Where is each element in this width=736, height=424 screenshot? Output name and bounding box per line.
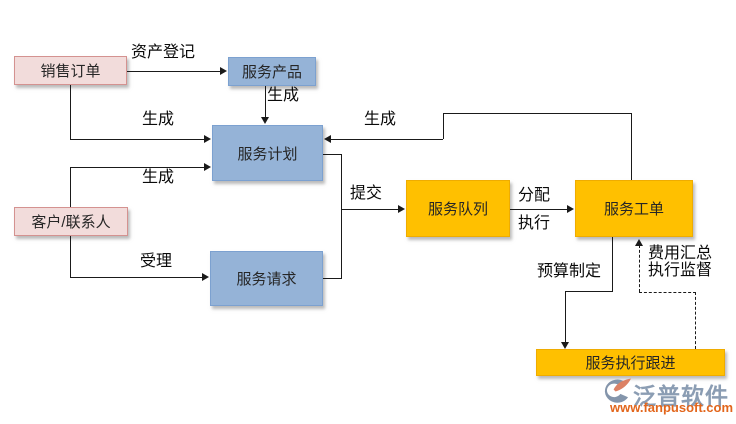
arrowhead-right-icon: [398, 205, 405, 213]
arrowhead-right-icon: [220, 67, 227, 75]
edge-customer-down-line: [70, 236, 71, 277]
edge-workorder-down-line: [612, 237, 613, 291]
edge-product-to-plan-line: [265, 86, 266, 117]
edge-customer-to-request-line: [70, 277, 203, 278]
node-service-followup: 服务执行跟进: [536, 349, 725, 376]
edge-sales-down-line: [70, 85, 71, 139]
node-service-request: 服务请求: [210, 251, 323, 306]
edge-feedback-horizontal-dashed-line: [639, 292, 696, 293]
arrowhead-left-icon: [324, 135, 331, 143]
node-service-product: 服务产品: [228, 57, 316, 86]
arrowhead-right-icon: [567, 205, 574, 213]
label-assign: 分配: [518, 187, 551, 204]
arrowhead-down-icon: [261, 117, 269, 124]
edge-return-top-line: [443, 113, 632, 114]
label-execute: 执行: [518, 215, 551, 232]
edge-merge-vertical-line: [341, 154, 342, 278]
label-asset-register: 资产登记: [131, 44, 196, 61]
label-budget-making: 预算制定: [537, 263, 602, 280]
label-generate-from-customer: 生成: [142, 169, 175, 186]
arrowhead-up-icon: [635, 239, 643, 246]
label-submit: 提交: [350, 185, 383, 202]
edge-feedback-up-dashed-line: [639, 245, 640, 292]
node-service-plan: 服务计划: [212, 125, 323, 181]
node-service-workorder: 服务工单: [575, 180, 693, 237]
node-customer-contact: 客户/联系人: [14, 207, 128, 236]
arrowhead-down-icon: [561, 342, 569, 349]
label-execution-supervision: 执行监督: [648, 262, 713, 279]
edge-customer-to-plan-line: [70, 167, 205, 168]
edge-plan-exit-line: [323, 154, 342, 155]
edge-budget-down-line: [565, 291, 566, 342]
fanpu-logo-icon: [604, 378, 631, 403]
arrowhead-right-icon: [202, 273, 209, 281]
fanpu-brand-text: 泛普软件: [633, 383, 729, 409]
fanpu-url-text: www.fanpusoft.com: [610, 400, 734, 415]
edge-return-to-plan-line: [330, 139, 443, 140]
edge-submit-to-queue-line: [341, 209, 399, 210]
label-generate-from-sales: 生成: [142, 111, 175, 128]
edge-return-jog-line: [443, 113, 444, 139]
node-sales-order: 销售订单: [14, 56, 127, 85]
edge-budget-horizontal-line: [565, 291, 613, 292]
arrowhead-right-icon: [204, 135, 211, 143]
edge-queue-to-workorder-line: [510, 209, 568, 210]
edge-sales-to-plan-line: [70, 139, 205, 140]
node-service-queue: 服务队列: [406, 180, 510, 237]
label-accept: 受理: [140, 253, 173, 270]
edge-sales-to-product-line: [127, 71, 221, 72]
edge-workorder-up-line: [631, 113, 632, 180]
arrowhead-right-icon: [204, 163, 211, 171]
edge-request-exit-line: [323, 278, 342, 279]
label-generate-from-workorder: 生成: [364, 111, 397, 128]
edge-feedback-right-dashed-line: [695, 292, 696, 349]
label-cost-summary: 费用汇总: [648, 245, 713, 262]
edge-customer-up-line: [70, 167, 71, 207]
label-generate-from-product: 生成: [267, 87, 300, 104]
